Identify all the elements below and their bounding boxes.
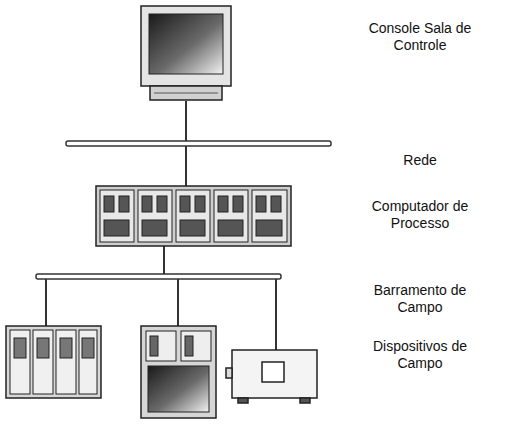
operator-panel [141,326,216,418]
panel-screen [148,366,209,412]
panel-slot [185,336,193,356]
terminal [14,338,26,358]
computer-bus-wire [163,246,165,274]
panel-frame [141,326,216,418]
terminal [82,338,94,358]
device-wire [45,279,47,326]
plc-rack [6,326,101,398]
console-wire [185,101,187,141]
slot [180,220,205,236]
slot [104,220,129,236]
transmitter-box [226,350,317,403]
computer-label: Computador de Processo [360,198,480,232]
rack-module [100,190,134,242]
plc-terminals [14,338,94,358]
devices-label: Dispositivos de Campo [360,338,480,372]
rack-slots [104,196,282,236]
slot [195,196,205,212]
plc-frame [6,326,101,398]
panel-module [146,331,176,361]
device-wire [275,279,277,350]
field-bus [36,274,281,279]
slot [142,220,167,236]
rack-frame [96,186,291,246]
rack-module [252,190,287,242]
panel-slot [150,336,158,356]
rack-module [138,190,172,242]
slot [218,220,243,236]
terminal [37,338,49,358]
box-body [232,350,317,398]
monitor-frame [141,6,231,86]
plc-module [33,330,53,394]
box-foot [238,398,248,403]
monitor-screen [149,14,223,74]
slot [271,196,281,212]
slot [218,196,228,212]
plc-module [56,330,76,394]
monitor-slot [154,93,218,94]
network-label: Rede [385,152,455,169]
console-monitor [141,6,231,100]
box-tab [226,368,232,378]
slot [104,196,114,212]
slot [142,196,152,212]
console-label: Console Sala de Controle [360,20,480,54]
panel-module [181,331,211,361]
wires [46,101,276,350]
device-wire [177,279,179,326]
monitor-base [150,86,222,100]
plc-module [79,330,97,394]
computer-wire [185,146,187,186]
rack-module [176,190,210,242]
slot [256,220,282,236]
box-foot [300,398,310,403]
process-computer [96,186,291,246]
slot [256,196,266,212]
slot [180,196,190,212]
network-bus [66,141,331,146]
slot [119,196,129,212]
terminal [60,338,72,358]
slot [157,196,167,212]
slot [233,196,243,212]
plc-module [10,330,30,394]
fieldbus-label: Barramento de Campo [360,282,480,316]
rack-module [214,190,248,242]
box-window [262,362,284,382]
